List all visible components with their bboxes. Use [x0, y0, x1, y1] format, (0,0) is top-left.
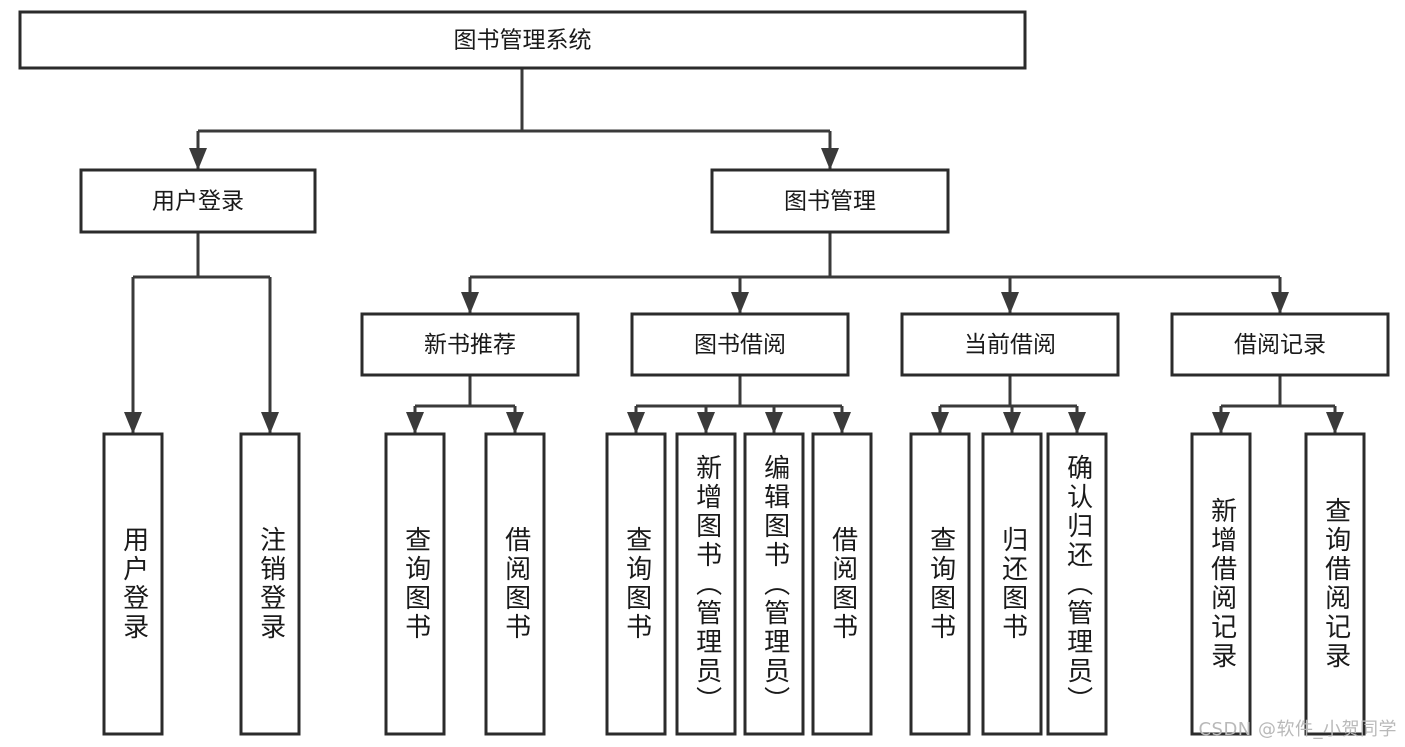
leaf-box-10[interactable]	[1046, 432, 1108, 736]
node-box-level3-0[interactable]	[360, 312, 580, 377]
leaf-box-9[interactable]	[981, 432, 1043, 736]
node-box-level3-2[interactable]	[900, 312, 1120, 377]
node-box-level3-1[interactable]	[630, 312, 850, 377]
arrow-head-icon	[1326, 412, 1344, 434]
node-box-level2-0[interactable]	[79, 168, 317, 234]
node-label: 用户登录	[152, 189, 244, 215]
node-label: 图书借阅	[694, 332, 786, 358]
node-box-root[interactable]	[18, 10, 1027, 70]
arrow-head-icon	[821, 148, 839, 170]
arrow-head-icon	[506, 412, 524, 434]
arrow-head-icon	[189, 148, 207, 170]
watermark-text: CSDN @软件_小贺同学	[1198, 719, 1397, 740]
node-label: 图书管理系统	[454, 28, 592, 54]
leaf-box-4[interactable]	[605, 432, 667, 736]
leaf-box-1[interactable]	[239, 432, 301, 736]
leaf-box-11[interactable]	[1190, 432, 1252, 736]
arrow-head-icon	[833, 412, 851, 434]
arrow-head-icon	[1003, 412, 1021, 434]
leaf-box-3[interactable]	[484, 432, 546, 736]
arrow-head-icon	[261, 412, 279, 434]
leaf-box-8[interactable]	[909, 432, 971, 736]
arrow-head-icon	[1212, 412, 1230, 434]
leaf-box-6[interactable]	[743, 432, 805, 736]
arrow-head-icon	[765, 412, 783, 434]
arrow-head-icon	[406, 412, 424, 434]
node-label: 当前借阅	[964, 332, 1056, 358]
node-label: 新书推荐	[424, 332, 516, 358]
leaf-box-0[interactable]	[102, 432, 164, 736]
arrow-head-icon	[461, 292, 479, 314]
arrow-head-icon	[1068, 412, 1086, 434]
node-boxes	[18, 10, 1390, 736]
connector-edges	[124, 68, 1344, 434]
leaf-box-2[interactable]	[384, 432, 446, 736]
arrow-head-icon	[627, 412, 645, 434]
node-box-level3-3[interactable]	[1170, 312, 1390, 377]
arrow-head-icon	[697, 412, 715, 434]
node-box-level2-1[interactable]	[710, 168, 950, 234]
arrow-head-icon	[1001, 292, 1019, 314]
leaf-box-12[interactable]	[1304, 432, 1366, 736]
node-label: 图书管理	[784, 189, 876, 215]
leaf-box-7[interactable]	[811, 432, 873, 736]
arrow-head-icon	[124, 412, 142, 434]
node-label: 借阅记录	[1234, 332, 1326, 358]
arrow-head-icon	[931, 412, 949, 434]
arrow-head-icon	[731, 292, 749, 314]
leaf-box-5[interactable]	[675, 432, 737, 736]
arrow-head-icon	[1271, 292, 1289, 314]
